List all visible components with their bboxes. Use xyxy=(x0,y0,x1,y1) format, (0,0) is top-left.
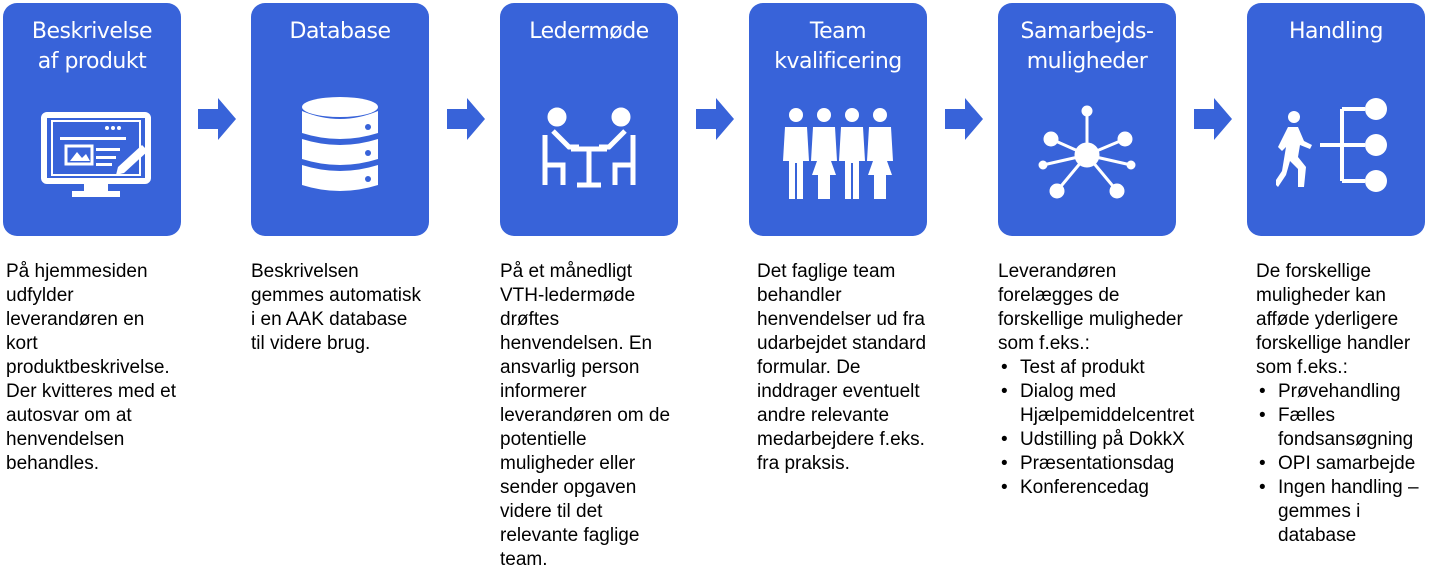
description-line: forelægges de xyxy=(998,285,1120,306)
description-line: fondsansøgning xyxy=(1278,429,1414,450)
step-description: Det faglige team behandler henvendelser ud… xyxy=(757,260,926,476)
step-description: Beskrivelsen gemmes automatisk i en AAK da… xyxy=(251,260,421,356)
step-title-line: Database xyxy=(289,19,391,44)
action-branch-icon xyxy=(1274,95,1396,195)
description-line: Leverandøren xyxy=(998,261,1117,282)
description-line: gemmes i xyxy=(1278,501,1361,522)
meeting-icon xyxy=(529,95,649,195)
description-line: drøftes xyxy=(500,309,560,330)
step-title: Handling xyxy=(1247,17,1425,47)
description-line: På et månedligt xyxy=(500,261,633,282)
description-line: gemmes automatisk xyxy=(251,285,422,306)
right-arrow-icon xyxy=(1194,98,1232,140)
description-line: potentielle xyxy=(500,429,587,450)
network-icon xyxy=(1027,103,1147,203)
description-line: relevante faglige xyxy=(500,525,640,546)
description-line: inddrager eventuelt xyxy=(757,381,920,402)
description-line: informerer xyxy=(500,381,587,402)
description-line: Der kvitteres med et xyxy=(6,381,176,402)
description-line: henvendelsen xyxy=(6,429,125,450)
description-line: database xyxy=(1278,525,1357,546)
description-line: muligheder kan xyxy=(1256,285,1386,306)
description-line: formular. De xyxy=(757,357,861,378)
step-title: Database xyxy=(251,17,429,47)
description-line: Hjælpemiddelcentret xyxy=(1020,405,1195,426)
step-title-line: kvalificering xyxy=(774,49,902,74)
description-line: Beskrivelsen xyxy=(251,261,359,282)
step-title: Ledermøde xyxy=(500,17,678,47)
bullet-item: Test af produkt xyxy=(998,356,1194,380)
step-box-6: Handling xyxy=(1247,3,1425,236)
description-line: til videre brug. xyxy=(251,333,371,354)
step-description: På hjemmesiden udfylder leverandøren en kor… xyxy=(6,260,176,476)
right-arrow-icon xyxy=(696,98,734,140)
description-line: På hjemmesiden xyxy=(6,261,148,282)
description-line: medarbejdere f.eks. xyxy=(757,429,925,450)
step-title-line: muligheder xyxy=(1026,49,1148,74)
description-line: forskellige muligheder xyxy=(998,309,1183,330)
step-title-line: Samarbejds- xyxy=(1020,19,1154,44)
description-line: andre relevante xyxy=(757,405,890,426)
bullet-item: OPI samarbejde xyxy=(1256,452,1419,476)
description-line: behandler xyxy=(757,285,842,306)
database-icon xyxy=(280,95,400,195)
description-line: henvendelser ud fra xyxy=(757,309,925,330)
step-box-3: Ledermøde xyxy=(500,3,678,236)
bullet-item: Ingen handling – xyxy=(1256,476,1419,500)
description-line: Det faglige team xyxy=(757,261,896,282)
description-line: behandles. xyxy=(6,453,99,474)
right-arrow-icon xyxy=(447,98,485,140)
description-line: De forskellige xyxy=(1256,261,1372,282)
description-line: som f.eks.: xyxy=(998,333,1090,354)
description-line: henvendelsen. En xyxy=(500,333,653,354)
bullet-item: Præsentationsdag xyxy=(998,452,1194,476)
description-line: VTH-ledermøde xyxy=(500,285,636,306)
step-title-line: Beskrivelse xyxy=(31,19,153,44)
step-title-line: Handling xyxy=(1288,19,1384,44)
description-line: team. xyxy=(500,549,548,570)
step-title: Team kvalificering xyxy=(749,17,927,77)
bullet-item: Udstilling på DokkX xyxy=(998,428,1194,452)
description-line: i en AAK database xyxy=(251,309,408,330)
description-line: kort xyxy=(6,333,38,354)
description-line: affødе yderligere xyxy=(1256,309,1399,330)
bullet-item: Fælles xyxy=(1256,404,1419,428)
description-line: produktbeskrivelse. xyxy=(6,357,170,378)
description-line: fra praksis. xyxy=(757,453,850,474)
description-line: autosvar om at xyxy=(6,405,132,426)
step-box-2: Database xyxy=(251,3,429,236)
step-title: Samarbejds-muligheder xyxy=(998,17,1176,77)
step-title: Beskrivelse af produkt xyxy=(3,17,181,77)
description-line: leverandøren en xyxy=(6,309,145,330)
right-arrow-icon xyxy=(198,98,236,140)
description-line: udarbejdet standard xyxy=(757,333,927,354)
step-box-1: Beskrivelse af produkt xyxy=(3,3,181,236)
description-line: videre til det xyxy=(500,501,603,522)
description-line: muligheder eller xyxy=(500,453,636,474)
right-arrow-icon xyxy=(945,98,983,140)
step-description: De forskellige muligheder kan affødе yderl… xyxy=(1256,260,1419,548)
step-description: Leverandøren forelægges de forskellige mul… xyxy=(998,260,1194,500)
bullet-item: Konferencedag xyxy=(998,476,1194,500)
step-title-line: Team xyxy=(809,19,867,44)
step-box-4: Team kvalificering xyxy=(749,3,927,236)
description-line: sender opgaven xyxy=(500,477,637,498)
step-title-line: af produkt xyxy=(37,49,147,74)
step-title-line: Ledermøde xyxy=(529,19,649,44)
description-line: udfylder xyxy=(6,285,74,306)
bullet-item: Prøvehandling xyxy=(1256,380,1419,404)
description-line: forskellige handler xyxy=(1256,333,1411,354)
description-line: som f.eks.: xyxy=(1256,357,1348,378)
description-line: leverandøren om de xyxy=(500,405,671,426)
bullet-item: Dialog med xyxy=(998,380,1194,404)
step-box-5: Samarbejds-muligheder xyxy=(998,3,1176,236)
computer-edit-icon xyxy=(32,103,152,203)
description-line: ansvarlig person xyxy=(500,357,640,378)
team-icon xyxy=(778,103,898,203)
